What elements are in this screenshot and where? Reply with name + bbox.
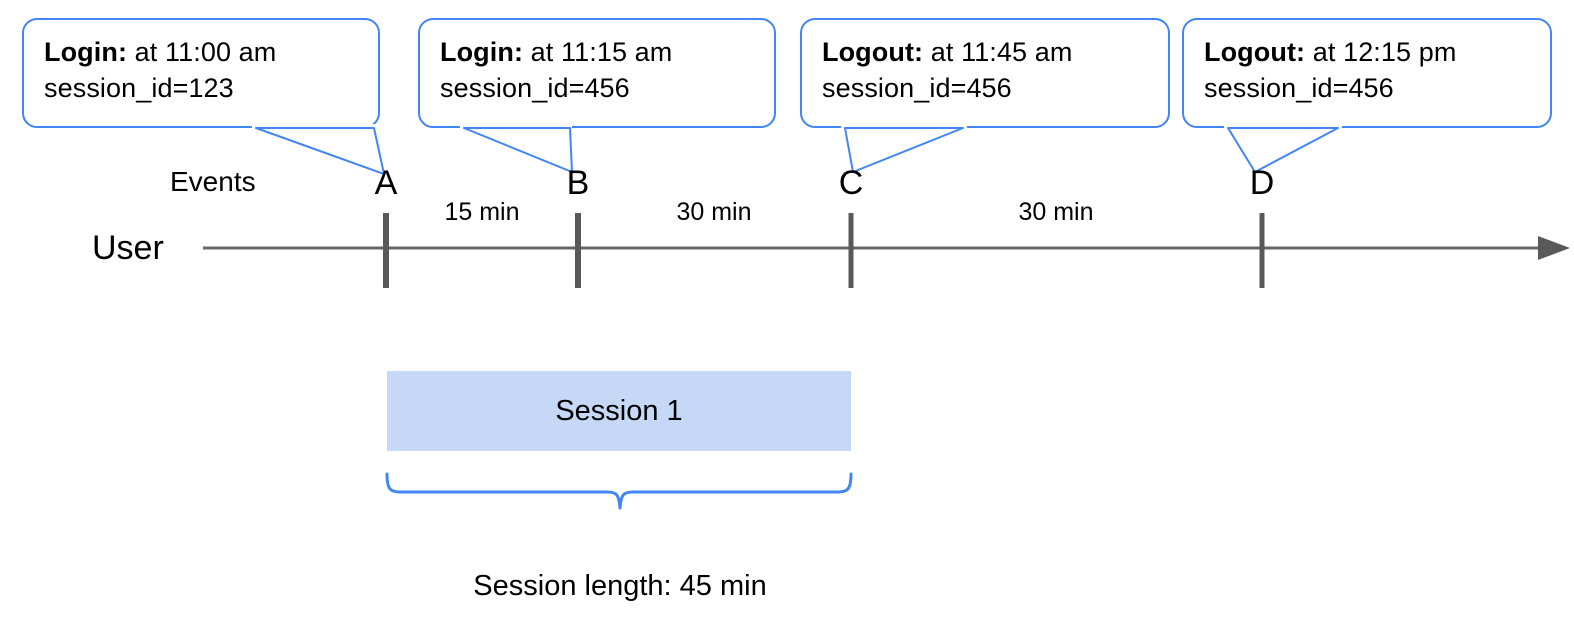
lane-label-user: User bbox=[92, 229, 164, 267]
callout-a-line1: Login: at 11:00 am bbox=[44, 34, 358, 70]
session-brace bbox=[385, 472, 853, 510]
event-label-b: B bbox=[566, 164, 590, 202]
callout-d-line2: session_id=456 bbox=[1204, 73, 1394, 103]
callout-c-line1: Logout: at 11:45 am bbox=[822, 34, 1148, 70]
callout-b-time: at 11:15 am bbox=[523, 37, 673, 67]
callout-d-kind: Logout: bbox=[1204, 37, 1306, 67]
session-bar: Session 1 bbox=[387, 371, 851, 451]
session-bar-label: Session 1 bbox=[555, 394, 683, 427]
callout-event-c: Logout: at 11:45 am session_id=456 bbox=[800, 18, 1170, 128]
callout-a-time: at 11:00 am bbox=[127, 37, 277, 67]
event-label-d: D bbox=[1249, 164, 1275, 202]
events-row-label: Events bbox=[170, 166, 256, 197]
callout-b-kind: Login: bbox=[440, 37, 524, 67]
session-length-label: Session length: 45 min bbox=[473, 570, 767, 602]
callout-b-line2: session_id=456 bbox=[440, 73, 630, 103]
callout-d-line1: Logout: at 12:15 pm bbox=[1204, 34, 1530, 70]
callout-event-d: Logout: at 12:15 pm session_id=456 bbox=[1182, 18, 1552, 128]
callout-event-a: Login: at 11:00 am session_id=123 bbox=[22, 18, 380, 128]
callout-c-line2: session_id=456 bbox=[822, 73, 1012, 103]
callout-a-kind: Login: bbox=[44, 37, 128, 67]
callout-a-line2: session_id=123 bbox=[44, 73, 234, 103]
event-label-c: C bbox=[838, 164, 864, 202]
duration-label-cd: 30 min bbox=[1018, 198, 1094, 226]
callout-d-time: at 12:15 pm bbox=[1305, 37, 1457, 67]
callout-event-b: Login: at 11:15 am session_id=456 bbox=[418, 18, 776, 128]
timeline-axis-arrow-icon bbox=[1538, 236, 1570, 260]
callout-c-time: at 11:45 am bbox=[923, 37, 1073, 67]
duration-label-bc: 30 min bbox=[676, 198, 752, 226]
event-label-a: A bbox=[374, 164, 398, 202]
callout-c-kind: Logout: bbox=[822, 37, 924, 67]
duration-label-ab: 15 min bbox=[444, 198, 520, 226]
callout-b-line1: Login: at 11:15 am bbox=[440, 34, 754, 70]
